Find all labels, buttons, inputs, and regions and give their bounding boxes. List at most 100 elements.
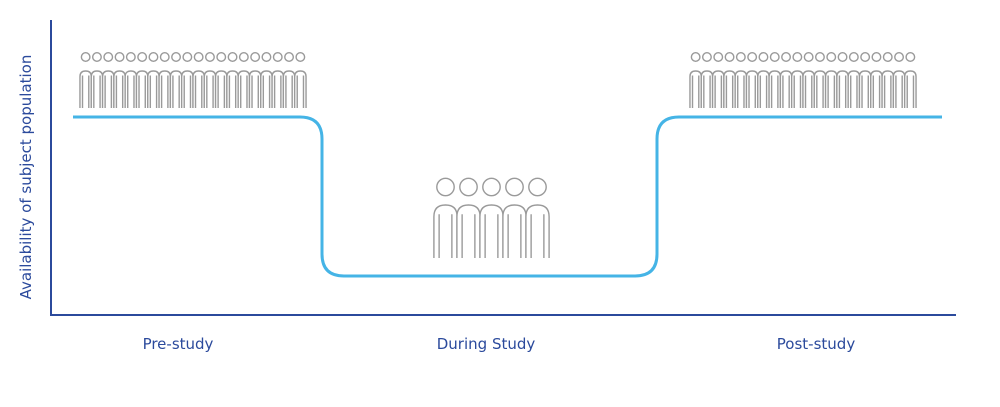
person-head-icon bbox=[894, 52, 905, 62]
person-body-icon bbox=[124, 70, 138, 108]
person-head-icon bbox=[871, 52, 882, 62]
person-head-icon bbox=[781, 52, 792, 62]
person-body-icon bbox=[90, 70, 104, 108]
person-head-icon bbox=[826, 52, 837, 62]
person-body-icon bbox=[135, 70, 149, 108]
person-body-icon bbox=[147, 70, 160, 108]
person-body-icon bbox=[870, 70, 883, 108]
person-body-icon bbox=[892, 70, 906, 108]
person-body-icon bbox=[226, 70, 239, 108]
person-body-icon bbox=[847, 70, 861, 108]
person-body-icon bbox=[836, 70, 849, 108]
person-body-icon bbox=[502, 204, 527, 258]
person-head-icon bbox=[690, 52, 701, 62]
person-body-icon bbox=[79, 70, 93, 108]
person-head-icon bbox=[148, 52, 159, 62]
x-tick-during-study: During Study bbox=[436, 335, 536, 353]
person-body-icon bbox=[180, 70, 194, 108]
person-body-icon bbox=[824, 70, 838, 108]
person-head-icon bbox=[459, 177, 478, 197]
person-head-icon bbox=[860, 52, 871, 62]
person-head-icon bbox=[735, 52, 746, 62]
person-head-icon bbox=[182, 52, 193, 62]
person-head-icon bbox=[482, 177, 501, 197]
person-head-icon bbox=[137, 52, 148, 62]
person-body-icon bbox=[479, 204, 504, 258]
availability-line bbox=[73, 115, 942, 278]
person-body-icon bbox=[723, 70, 736, 108]
person-body-icon bbox=[192, 70, 206, 108]
person-body-icon bbox=[169, 70, 183, 108]
person-body-icon bbox=[248, 70, 262, 108]
person-body-icon bbox=[813, 70, 827, 108]
crowd-during-study bbox=[433, 177, 550, 258]
person-body-icon bbox=[158, 70, 172, 108]
person-body-icon bbox=[113, 70, 126, 108]
person-body-icon bbox=[237, 70, 251, 108]
person-head-icon bbox=[814, 52, 825, 62]
person-head-icon bbox=[227, 52, 238, 62]
x-tick-post-study: Post-study bbox=[776, 335, 856, 353]
person-body-icon bbox=[734, 70, 748, 108]
person-body-icon bbox=[790, 70, 804, 108]
person-head-icon bbox=[216, 52, 227, 62]
person-body-icon bbox=[282, 70, 296, 108]
person-head-icon bbox=[80, 52, 91, 62]
person-head-icon bbox=[724, 52, 735, 62]
person-head-icon bbox=[905, 52, 916, 62]
person-head-icon bbox=[837, 52, 848, 62]
person-head-icon bbox=[171, 52, 182, 62]
person-head-icon bbox=[204, 52, 215, 62]
person-body-icon bbox=[689, 70, 703, 108]
person-head-icon bbox=[261, 52, 272, 62]
person-body-icon bbox=[745, 70, 759, 108]
person-head-icon bbox=[803, 52, 814, 62]
person-head-icon bbox=[713, 52, 724, 62]
person-head-icon bbox=[792, 52, 803, 62]
person-head-icon bbox=[528, 177, 547, 197]
person-body-icon bbox=[903, 70, 917, 108]
person-body-icon bbox=[293, 70, 307, 108]
person-head-icon bbox=[758, 52, 769, 62]
crowd-post-study bbox=[689, 52, 917, 108]
person-body-icon bbox=[711, 70, 725, 108]
person-body-icon bbox=[271, 70, 285, 108]
person-body-icon bbox=[779, 70, 793, 108]
person-head-icon bbox=[103, 52, 114, 62]
person-body-icon bbox=[260, 70, 273, 108]
person-head-icon bbox=[284, 52, 295, 62]
person-body-icon bbox=[757, 70, 770, 108]
person-body-icon bbox=[768, 70, 782, 108]
person-head-icon bbox=[701, 52, 712, 62]
person-body-icon bbox=[433, 204, 458, 258]
y-axis-label: Availability of subject population bbox=[17, 54, 35, 300]
person-head-icon bbox=[114, 52, 125, 62]
person-body-icon bbox=[802, 70, 816, 108]
crowd-pre-study bbox=[79, 52, 307, 108]
person-body-icon bbox=[525, 204, 550, 258]
person-body-icon bbox=[858, 70, 872, 108]
person-head-icon bbox=[91, 52, 102, 62]
person-body-icon bbox=[700, 70, 714, 108]
person-head-icon bbox=[436, 177, 455, 197]
person-head-icon bbox=[272, 52, 283, 62]
person-head-icon bbox=[125, 52, 136, 62]
crowds bbox=[79, 52, 917, 258]
person-head-icon bbox=[848, 52, 859, 62]
person-head-icon bbox=[193, 52, 204, 62]
person-body-icon bbox=[101, 70, 115, 108]
person-head-icon bbox=[250, 52, 261, 62]
person-body-icon bbox=[881, 70, 895, 108]
person-head-icon bbox=[505, 177, 524, 197]
person-body-icon bbox=[203, 70, 217, 108]
x-tick-pre-study: Pre-study bbox=[142, 335, 214, 353]
person-body-icon bbox=[456, 204, 481, 258]
person-head-icon bbox=[295, 52, 306, 62]
person-head-icon bbox=[747, 52, 758, 62]
person-body-icon bbox=[214, 70, 228, 108]
person-head-icon bbox=[769, 52, 780, 62]
person-head-icon bbox=[882, 52, 893, 62]
person-head-icon bbox=[238, 52, 249, 62]
